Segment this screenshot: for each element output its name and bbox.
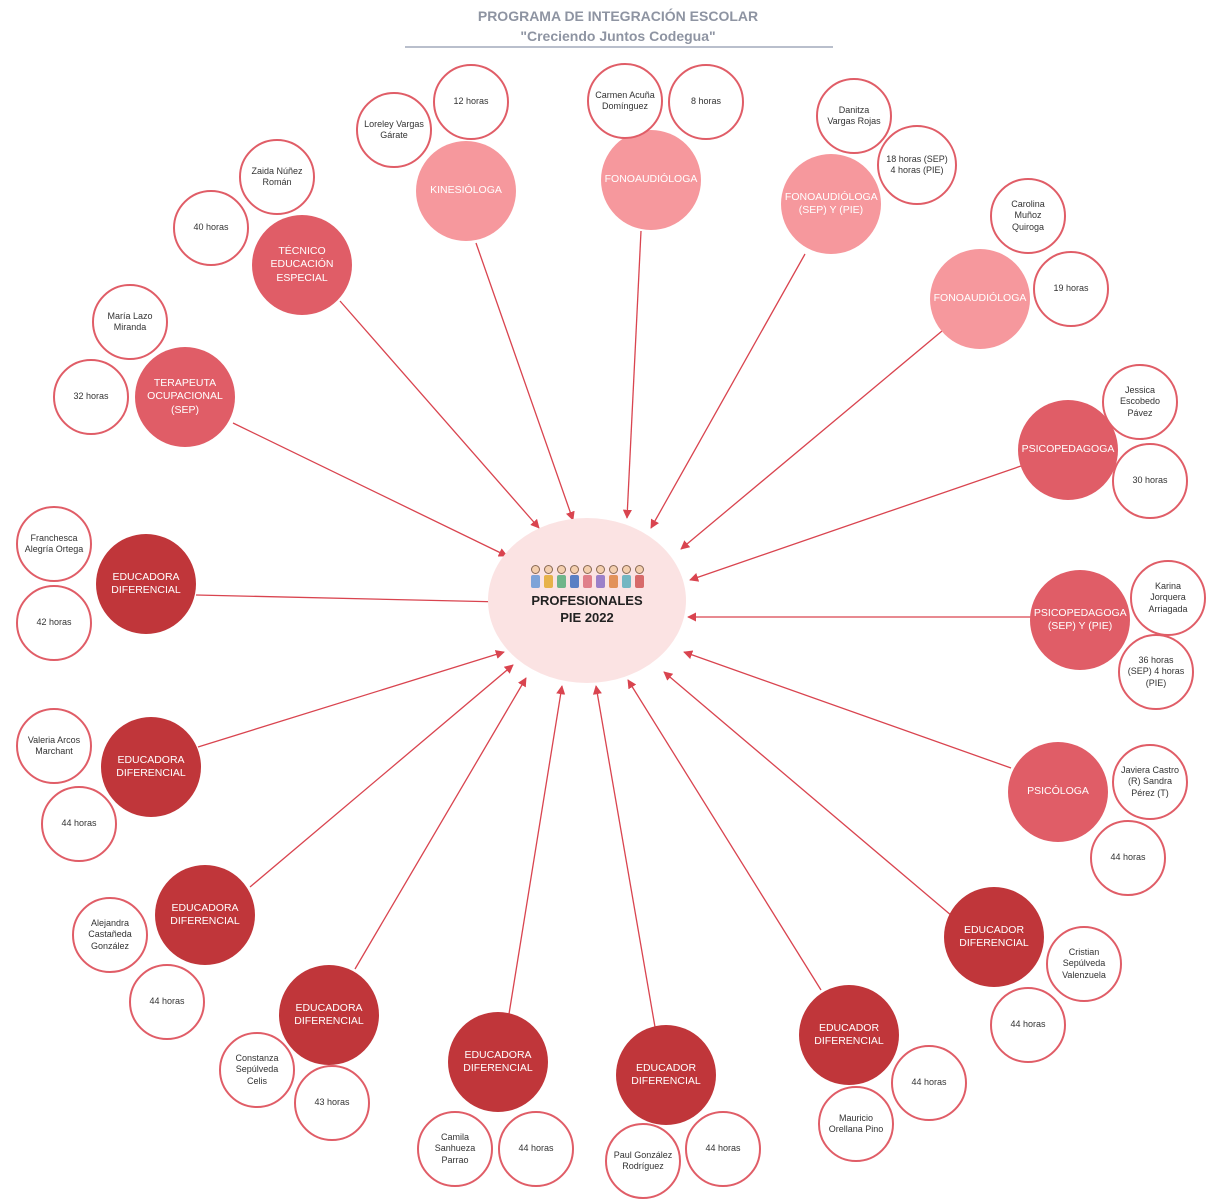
role-node: FONOAUDIÓLOGA bbox=[601, 130, 701, 230]
role-node: EDUCADORA DIFERENCIAL bbox=[448, 1012, 548, 1112]
connector-arrow bbox=[663, 671, 953, 917]
name-node: Camila Sanhueza Parrao bbox=[417, 1111, 493, 1187]
page-subtitle: "Creciendo Juntos Codegua" bbox=[520, 28, 716, 44]
hours-node: 44 horas bbox=[41, 786, 117, 862]
connector-arrow bbox=[195, 594, 504, 607]
connector-arrow bbox=[508, 685, 566, 1015]
hours-node: 43 horas bbox=[294, 1065, 370, 1141]
hours-node: 19 horas bbox=[1033, 251, 1109, 327]
connector-arrow bbox=[680, 330, 943, 550]
hours-node: 44 horas bbox=[129, 964, 205, 1040]
name-node: Karina Jorquera Arriagada bbox=[1130, 560, 1206, 636]
name-node: Constanza Sepúlveda Celis bbox=[219, 1032, 295, 1108]
connector-arrow bbox=[689, 465, 1022, 582]
role-node: FONOAUDIÓLOGA (SEP) Y (PIE) bbox=[781, 154, 881, 254]
role-node: EDUCADORA DIFERENCIAL bbox=[155, 865, 255, 965]
name-node: Javiera Castro (R) Sandra Pérez (T) bbox=[1112, 744, 1188, 820]
connector-arrow bbox=[650, 253, 806, 529]
center-label-line2: PIE 2022 bbox=[560, 609, 614, 625]
role-node: EDUCADORA DIFERENCIAL bbox=[279, 965, 379, 1065]
center-node: PROFESIONALES PIE 2022 bbox=[488, 518, 686, 683]
role-node: EDUCADORA DIFERENCIAL bbox=[101, 717, 201, 817]
connector-arrow bbox=[622, 230, 642, 519]
hours-node: 44 horas bbox=[498, 1111, 574, 1187]
name-node: Jessica Escobedo Pávez bbox=[1102, 364, 1178, 440]
hours-node: 42 horas bbox=[16, 585, 92, 661]
name-node: Zaida Núñez Román bbox=[239, 139, 315, 215]
name-node: Paul González Rodríguez bbox=[605, 1123, 681, 1199]
hours-node: 44 horas bbox=[685, 1111, 761, 1187]
hours-node: 40 horas bbox=[173, 190, 249, 266]
name-node: Valeria Arcos Marchant bbox=[16, 708, 92, 784]
name-node: María Lazo Miranda bbox=[92, 284, 168, 360]
connector-arrow bbox=[475, 242, 575, 521]
role-node: TERAPEUTA OCUPACIONAL (SEP) bbox=[135, 347, 235, 447]
role-node: KINESIÓLOGA bbox=[416, 141, 516, 241]
name-node: Cristian Sepúlveda Valenzuela bbox=[1046, 926, 1122, 1002]
name-node: Mauricio Orellana Pino bbox=[818, 1086, 894, 1162]
hours-node: 18 horas (SEP) 4 horas (PIE) bbox=[877, 125, 957, 205]
connector-arrow bbox=[354, 677, 527, 970]
connector-arrow bbox=[683, 650, 1012, 769]
connector-arrow bbox=[339, 300, 540, 529]
connector-arrow bbox=[197, 650, 505, 748]
role-node: PSICÓLOGA bbox=[1008, 742, 1108, 842]
title-underline bbox=[405, 46, 833, 48]
children-illustration bbox=[530, 564, 645, 589]
center-label: PROFESIONALES PIE 2022 bbox=[531, 593, 642, 627]
role-node: EDUCADOR DIFERENCIAL bbox=[944, 887, 1044, 987]
connector-arrow bbox=[592, 685, 656, 1028]
hours-node: 36 horas (SEP) 4 horas (PIE) bbox=[1118, 634, 1194, 710]
name-node: Danitza Vargas Rojas bbox=[816, 78, 892, 154]
role-node: FONOAUDIÓLOGA bbox=[930, 249, 1030, 349]
hours-node: 44 horas bbox=[990, 987, 1066, 1063]
hours-node: 44 horas bbox=[1090, 820, 1166, 896]
name-node: Franchesca Alegría Ortega bbox=[16, 506, 92, 582]
name-node: Carolina Muñoz Quiroga bbox=[990, 178, 1066, 254]
hours-node: 8 horas bbox=[668, 64, 744, 140]
role-node: EDUCADOR DIFERENCIAL bbox=[616, 1025, 716, 1125]
hours-node: 12 horas bbox=[433, 64, 509, 140]
name-node: Alejandra Castañeda González bbox=[72, 897, 148, 973]
role-node: TÉCNICO EDUCACIÓN ESPECIAL bbox=[252, 215, 352, 315]
hours-node: 32 horas bbox=[53, 359, 129, 435]
role-node: PSICOPEDAGOGA bbox=[1018, 400, 1118, 500]
role-node: EDUCADORA DIFERENCIAL bbox=[96, 534, 196, 634]
name-node: Loreley Vargas Gárate bbox=[356, 92, 432, 168]
hours-node: 30 horas bbox=[1112, 443, 1188, 519]
name-node: Carmen Acuña Domínguez bbox=[587, 63, 663, 139]
connector-arrow bbox=[627, 679, 822, 991]
connector-arrow bbox=[232, 422, 508, 557]
center-label-line1: PROFESIONALES bbox=[531, 592, 643, 608]
page-title: PROGRAMA DE INTEGRACIÓN ESCOLAR bbox=[477, 8, 759, 24]
hours-node: 44 horas bbox=[891, 1045, 967, 1121]
role-node: PSICOPEDAGOGA (SEP) Y (PIE) bbox=[1030, 570, 1130, 670]
connector-arrow bbox=[249, 664, 514, 888]
role-node: EDUCADOR DIFERENCIAL bbox=[799, 985, 899, 1085]
